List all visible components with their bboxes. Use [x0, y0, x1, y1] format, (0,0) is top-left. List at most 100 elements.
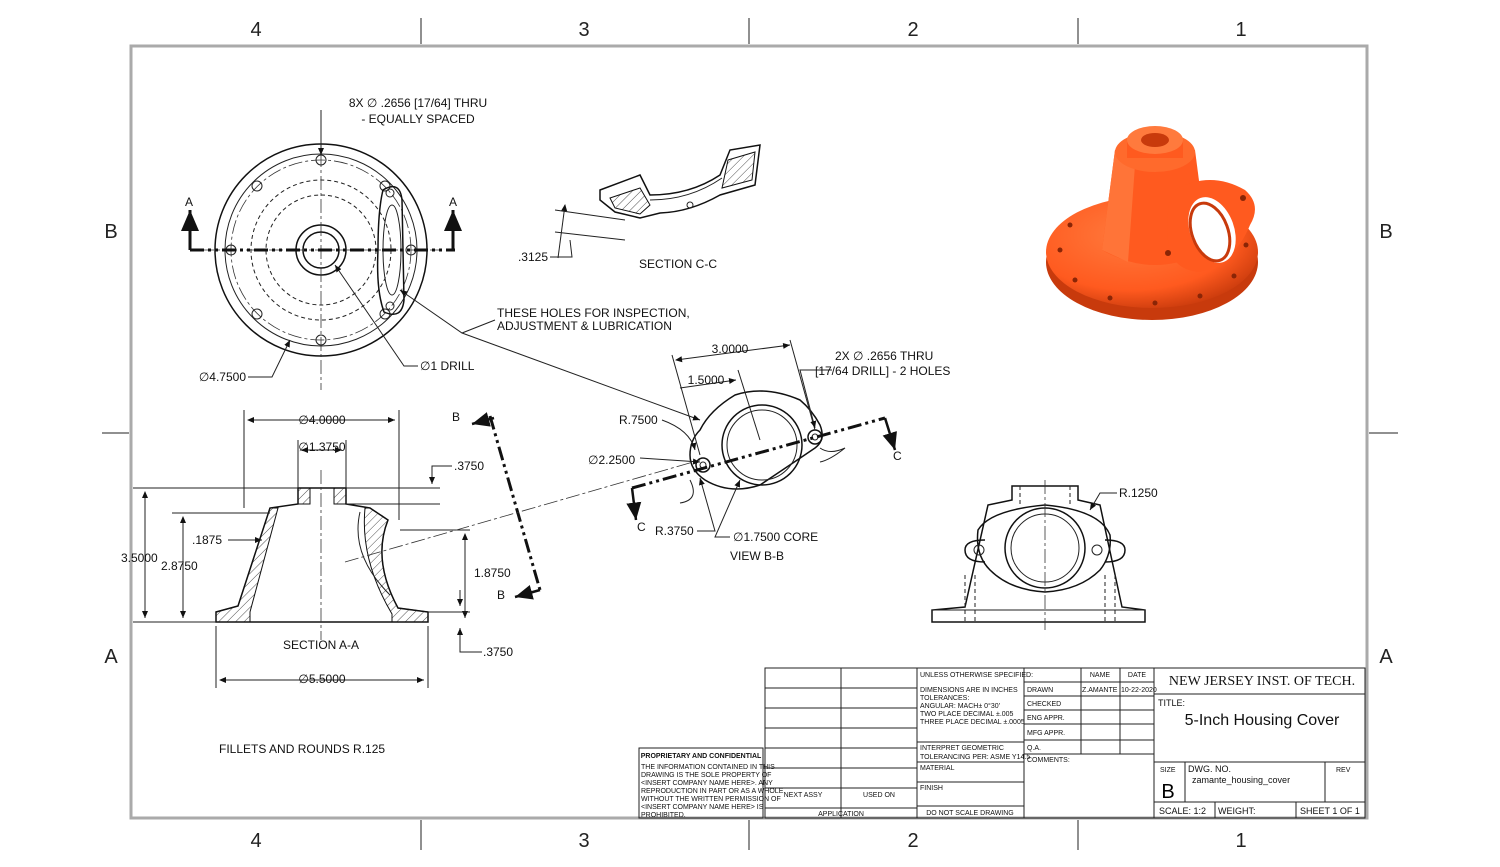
holes-callout-line1: 2X ∅ .2656 THRU — [835, 349, 933, 363]
title-block: NEXT ASSY USED ON APPLICATION PROPRIETAR… — [638, 667, 1366, 819]
used-on-label: USED ON — [863, 792, 895, 799]
rev-label: REV — [1336, 767, 1351, 774]
proprietary-line7: PROHIBITED. — [641, 812, 686, 819]
scale-label: SCALE: 1:2 — [1159, 806, 1206, 816]
school-name: NEW JERSEY INST. OF TECH. — [1169, 674, 1355, 689]
dim-3-5: 3.5000 — [121, 551, 158, 565]
proprietary-line3: <INSERT COMPANY NAME HERE>. ANY — [641, 780, 773, 787]
dim-r-0-75: R.7500 — [619, 413, 658, 427]
weight-label: WEIGHT: — [1218, 806, 1256, 816]
proprietary-line2: DRAWING IS THE SOLE PROPERTY OF — [641, 772, 771, 779]
material-label: MATERIAL — [920, 765, 955, 772]
cut-a-right-label: A — [449, 195, 457, 209]
top-view: A A 8X ∅ .2656 [17/64] THRU - EQUALLY SP… — [181, 96, 487, 390]
three-place-tolerance: THREE PLACE DECIMAL ±.0005 — [920, 719, 1025, 726]
dim-dia-1-375: ∅1.3750 — [298, 440, 345, 454]
application-label: APPLICATION — [818, 811, 864, 818]
inspection-note-line2: ADJUSTMENT & LUBRICATION — [497, 319, 672, 333]
finish-label: FINISH — [920, 785, 943, 792]
dim-0-375-top: .3750 — [454, 459, 484, 473]
section-cc-label: SECTION C-C — [639, 257, 717, 271]
cut-a-left-label: A — [185, 195, 193, 209]
comments-label: COMMENTS: — [1027, 757, 1070, 764]
size-value: B — [1161, 781, 1174, 803]
zone-labels: 4 3 2 1 4 3 2 1 B B A A — [104, 19, 1393, 852]
zone-col-3-top: 3 — [578, 19, 589, 41]
name-header: NAME — [1090, 672, 1111, 679]
zone-row-a-right: A — [1379, 646, 1393, 668]
dim-dia-4: ∅4.0000 — [298, 413, 345, 427]
drill-label: ∅1 DRILL — [420, 359, 475, 373]
zone-col-3-bottom: 3 — [578, 830, 589, 852]
angular-tolerance: ANGULAR: MACH± 0°30' — [920, 702, 1000, 710]
view-bb-label: VIEW B-B — [730, 549, 784, 563]
dim-dia-2-25: ∅2.2500 — [588, 453, 635, 467]
dim-1-875: 1.8750 — [474, 566, 511, 580]
dim-dia-5-5: ∅5.5000 — [298, 672, 345, 686]
view-bb: C C 3.0000 1.5000 2X ∅ .2656 THRU [17/64… — [588, 339, 950, 563]
zone-row-b-left: B — [104, 221, 117, 243]
do-not-scale: DO NOT SCALE DRAWING — [926, 810, 1014, 817]
proprietary-line6: <INSERT COMPANY NAME HERE> IS — [641, 804, 764, 811]
zone-row-b-right: B — [1379, 221, 1392, 243]
cut-b-top-label: B — [452, 410, 460, 424]
dwg-no-label: DWG. NO. — [1188, 764, 1231, 774]
proprietary-line5: WITHOUT THE WRITTEN PERMISSION OF — [641, 796, 781, 803]
drawn-date: 10-22-2020 — [1121, 687, 1157, 694]
drawn-name: Z.AMANTE — [1082, 687, 1118, 694]
dim-2-875: 2.8750 — [161, 559, 198, 573]
zone-col-2-top: 2 — [907, 19, 918, 41]
hole-callout-line1: 8X ∅ .2656 [17/64] THRU — [349, 96, 487, 110]
dim-0-1875: .1875 — [192, 533, 222, 547]
zone-col-1-top: 1 — [1235, 19, 1246, 41]
dim-0-375-bottom: .3750 — [483, 645, 513, 659]
inspection-note-line1: THESE HOLES FOR INSPECTION, — [497, 306, 690, 320]
mfg-appr-label: MFG APPR. — [1027, 730, 1065, 737]
zone-col-4-bottom: 4 — [250, 830, 261, 852]
section-cc-dim: .3125 — [518, 250, 548, 264]
cut-c-left-label: C — [637, 520, 646, 534]
zone-col-1-bottom: 1 — [1235, 830, 1246, 852]
interpret-geometric: INTERPRET GEOMETRIC — [920, 745, 1004, 752]
isometric-part-render — [1046, 126, 1258, 320]
next-assy-label: NEXT ASSY — [784, 792, 823, 799]
sheet-label: SHEET 1 OF 1 — [1300, 806, 1360, 816]
drawing-title: 5-Inch Housing Cover — [1185, 712, 1340, 729]
title-label: TITLE: — [1158, 698, 1185, 708]
dim-r-0-375: R.3750 — [655, 524, 694, 538]
unless-specified: UNLESS OTHERWISE SPECIFIED: — [920, 672, 1033, 679]
tolerances-label: TOLERANCES: — [920, 695, 969, 702]
proprietary-line1: THE INFORMATION CONTAINED IN THIS — [641, 764, 775, 771]
hole-callout-line2: - EQUALLY SPACED — [361, 112, 475, 126]
outer-diameter-label: ∅4.7500 — [199, 370, 246, 384]
core-label: ∅1.7500 CORE — [733, 530, 818, 544]
zone-col-4-top: 4 — [250, 19, 261, 41]
section-cc-view: .3125 SECTION C-C — [518, 144, 761, 271]
cut-c-right-label: C — [893, 449, 902, 463]
date-header: DATE — [1128, 672, 1146, 679]
checked-label: CHECKED — [1027, 701, 1061, 708]
section-aa-label: SECTION A-A — [283, 638, 359, 652]
zone-row-a-left: A — [104, 646, 118, 668]
cut-b-bottom-label: B — [497, 588, 505, 602]
tolerancing-per: TOLERANCING PER: ASME Y14.5 — [920, 754, 1030, 761]
dwg-no-value: zamante_housing_cover — [1192, 775, 1290, 785]
holes-callout-line2: [17/64 DRILL] - 2 HOLES — [815, 364, 950, 378]
qa-label: Q.A. — [1027, 745, 1041, 752]
drawn-label: DRAWN — [1027, 687, 1053, 694]
zone-col-2-bottom: 2 — [907, 830, 918, 852]
front-view: R.1250 — [931, 480, 1158, 630]
dim-3-0: 3.0000 — [712, 342, 749, 356]
fillets-note: FILLETS AND ROUNDS R.125 — [219, 742, 385, 756]
eng-appr-label: ENG APPR. — [1027, 715, 1065, 722]
section-aa-view: 3.5000 2.8750 .1875 ∅4.0000 ∅1.3750 .375… — [121, 410, 701, 688]
dim-r-0-125: R.1250 — [1119, 486, 1158, 500]
dim-1-5: 1.5000 — [688, 373, 725, 387]
dims-in-inches: DIMENSIONS ARE IN INCHES — [920, 687, 1018, 694]
inspection-note: THESE HOLES FOR INSPECTION, ADJUSTMENT &… — [399, 289, 701, 421]
size-label: SIZE — [1160, 767, 1176, 774]
two-place-tolerance: TWO PLACE DECIMAL ±.005 — [920, 711, 1014, 718]
proprietary-line4: REPRODUCTION IN PART OR AS A WHOLE — [641, 788, 784, 795]
proprietary-title: PROPRIETARY AND CONFIDENTIAL — [641, 753, 762, 760]
